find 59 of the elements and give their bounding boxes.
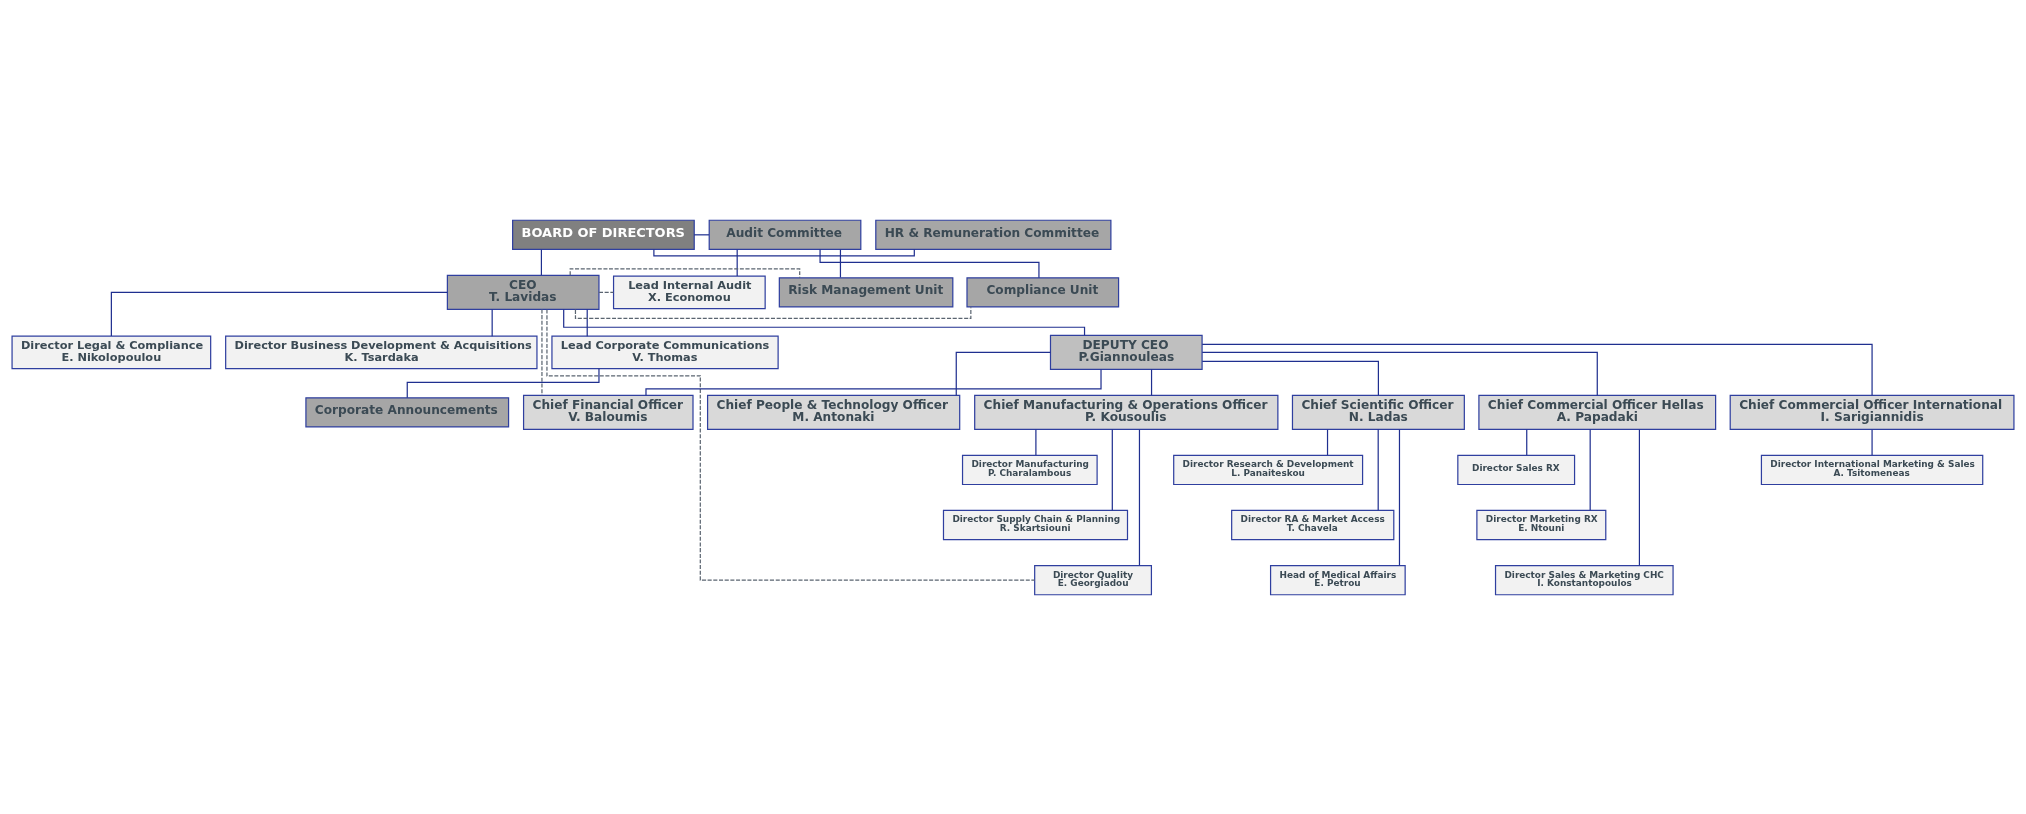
connector	[110, 291, 448, 337]
connector	[598, 291, 614, 293]
node-box: Chief Financial Officer V. Baloumis	[522, 394, 694, 430]
node-box: Audit Committee	[708, 219, 862, 250]
connector	[541, 308, 543, 396]
connector	[586, 308, 588, 337]
node-box: Director Business Development & Acquisitions K. Tsardaka	[225, 335, 538, 369]
connector	[1201, 343, 1873, 396]
node-box: Chief Commercial Officer International I. Sarigiannidis	[1729, 394, 2015, 430]
connector	[1111, 428, 1113, 511]
node-box: Director Supply Chain & Planning R. Skartsiouni	[942, 509, 1129, 540]
node-box: Compliance Unit	[966, 276, 1120, 308]
node-box: Director Marketing RX E. Ntouni	[1476, 509, 1607, 540]
node-box: Director International Marketing & Sales A. Tsitomeneas	[1760, 454, 1984, 485]
connector	[819, 248, 1040, 278]
connector	[645, 368, 1102, 396]
node-box: Director Sales RX	[1457, 454, 1576, 485]
node-box: CEO T. Lavidas	[446, 274, 600, 310]
connector	[736, 248, 738, 277]
connector	[955, 351, 1052, 396]
connector	[839, 248, 842, 278]
node-box: Head of Medical Affairs E. Petrou	[1269, 564, 1406, 595]
connector	[540, 248, 542, 276]
node-box: Director Legal & Compliance E. Nikolopoulou	[11, 335, 212, 369]
connector	[491, 308, 493, 337]
node-box: Chief Commercial Officer Hellas A. Papadaki	[1478, 394, 1717, 430]
node-box: BOARD OF DIRECTORS	[512, 219, 695, 250]
node-box: Chief People & Technology Officer M. Antonaki	[707, 394, 961, 430]
connector	[1398, 428, 1401, 566]
node-box: Lead Corporate Communications V. Thomas	[551, 335, 779, 369]
node-box: Lead Internal Audit X. Economou	[612, 275, 766, 309]
connector	[406, 367, 600, 398]
node-box: Director Research & Development L. Panaiteskou	[1173, 454, 1364, 485]
connector	[1871, 428, 1873, 456]
node-box: Director Sales & Marketing CHC I. Konstantopoulos	[1494, 564, 1674, 595]
connector	[574, 306, 972, 319]
node-box: Director RA & Market Access T. Chavela	[1231, 509, 1395, 540]
connector	[1035, 428, 1037, 456]
connector	[569, 267, 801, 278]
connector	[1201, 360, 1379, 396]
node-box: HR & Remuneration Committee	[875, 219, 1112, 250]
node-box: Chief Manufacturing & Operations Officer P. Kousoulis	[974, 394, 1279, 430]
node-box: Chief Scientific Officer N. Ladas	[1291, 394, 1465, 430]
connector	[1526, 428, 1528, 456]
node-box: DEPUTY CEO P.Giannouleas	[1049, 334, 1203, 370]
connector	[1201, 351, 1598, 396]
node-box: Director Manufacturing P. Charalambous	[961, 454, 1098, 485]
connector	[1589, 428, 1591, 511]
node-box: Risk Management Unit	[778, 276, 954, 308]
node-box: Corporate Announcements	[305, 396, 510, 428]
connector	[1138, 428, 1141, 566]
connector	[546, 308, 1036, 581]
node-box: Director Quality E. Georgiadou	[1034, 564, 1153, 595]
connector	[1377, 428, 1379, 511]
connector	[563, 308, 1086, 336]
connector	[1326, 428, 1329, 456]
connector	[1150, 368, 1153, 396]
connector	[1638, 428, 1641, 566]
connector	[653, 248, 915, 256]
